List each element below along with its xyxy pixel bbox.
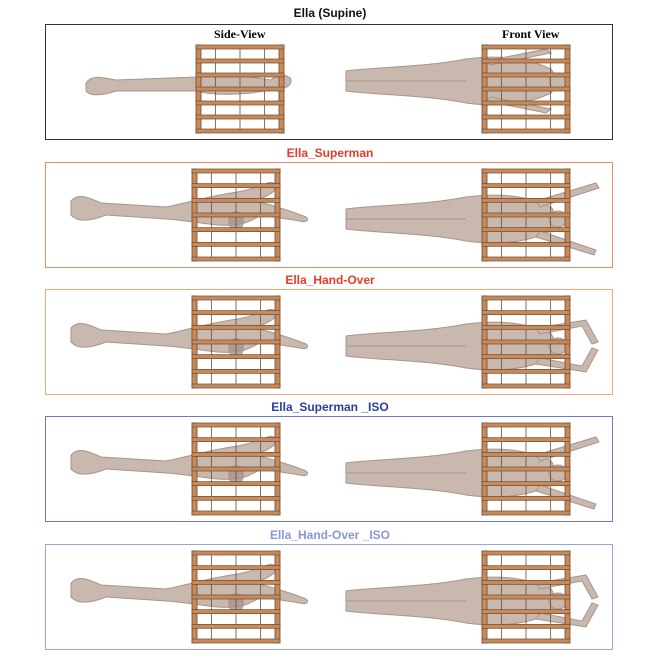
front-coil-1 <box>481 168 571 262</box>
panel-supine: Side-View Front View <box>45 24 613 140</box>
side-coil-1 <box>191 168 281 262</box>
panel-superman-iso <box>45 416 613 522</box>
panel-hand-over <box>45 289 613 395</box>
side-coil-3 <box>191 422 281 516</box>
panel-superman-iso-art <box>70 422 600 516</box>
side-body-3 <box>70 436 309 485</box>
front-coil-4 <box>481 550 571 644</box>
section-title-supine: Ella (Supine) <box>293 6 367 20</box>
front-view-label: Front View <box>502 27 560 41</box>
panel-supine-art <box>85 44 571 134</box>
section-title-hand-over: Ella_Hand-Over <box>285 273 375 287</box>
side-coil-4 <box>191 550 281 644</box>
panel-hand-over-iso <box>45 544 613 650</box>
side-body-2 <box>70 309 309 358</box>
side-body-1 <box>70 182 309 231</box>
side-body-4 <box>70 564 309 613</box>
panel-hand-over-iso-art <box>70 550 599 644</box>
panel-hand-over-art <box>70 295 599 389</box>
section-title-superman-iso: Ella_Superman _ISO <box>271 400 389 414</box>
panel-superman-art <box>70 168 600 262</box>
front-coil-0 <box>481 44 571 134</box>
front-coil-2 <box>481 295 571 389</box>
section-title-superman: Ella_Superman <box>286 146 374 160</box>
panel-superman <box>45 162 613 268</box>
front-coil-3 <box>481 422 571 516</box>
side-coil-2 <box>191 295 281 389</box>
section-title-hand-over-iso: Ella_Hand-Over _ISO <box>269 528 391 542</box>
side-coil-0 <box>195 44 285 134</box>
side-view-label: Side-View <box>214 27 266 41</box>
